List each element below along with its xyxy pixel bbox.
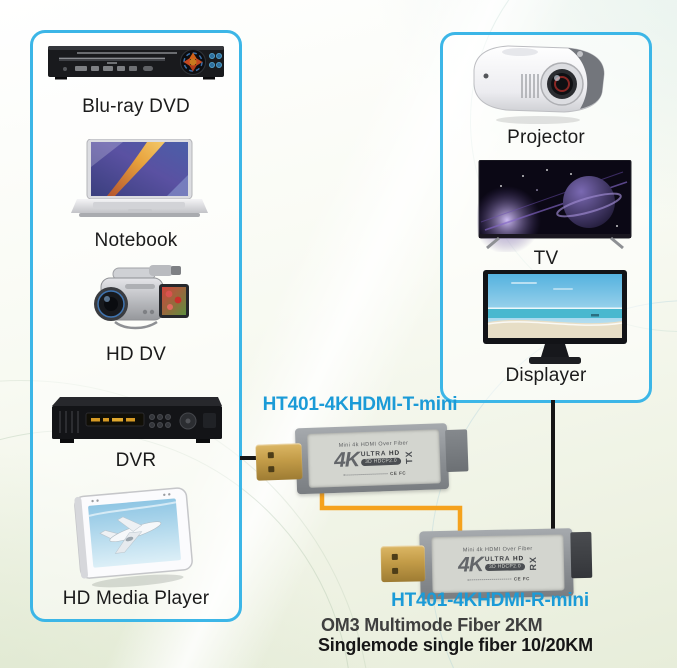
transmitter-dongle: Mini 4k HDMI Over Fiber 4K ULTRA HD 3D H…	[255, 420, 471, 497]
device-label: DVR	[115, 450, 157, 471]
hdcp-badge: 3D HDCP2.0	[484, 563, 525, 572]
bluray-player-icon	[47, 43, 225, 86]
product-label-plate: Mini 4k HDMI Over Fiber 4K ULTRA HD 3D H…	[431, 534, 565, 594]
rx-port-mark: RX	[527, 555, 538, 571]
cert-marks: CE FC	[389, 470, 407, 476]
monitor-icon	[483, 270, 627, 373]
hdmi-plug	[255, 443, 303, 481]
projector-icon	[462, 40, 614, 133]
device-label: Projector	[507, 127, 585, 148]
dvr-icon	[48, 395, 222, 452]
ultra-text: ULTRA	[360, 449, 387, 458]
device-label: Displayer	[505, 365, 587, 386]
4k-logo: 4K	[333, 447, 360, 472]
fiber-spec-line2: Singlemode single fiber 10/20KM	[318, 635, 593, 655]
media-player-icon	[67, 479, 202, 599]
hd-text: HD	[388, 449, 401, 457]
device-label: TV	[533, 248, 559, 269]
tv-icon	[473, 159, 633, 257]
transmitter-model-label: HT401-4KHDMI-T-mini	[262, 394, 458, 415]
fiber-port-cap	[570, 531, 593, 579]
device-label: HD Media Player	[62, 588, 210, 609]
4k-logo: 4K	[457, 552, 484, 577]
hdcp-badge: 3D HDCP2.0	[360, 457, 402, 467]
tx-port-mark: TX	[403, 450, 415, 465]
device-label: HD DV	[105, 344, 167, 365]
device-label: Blu-ray DVD	[82, 96, 190, 117]
product-label-plate: Mini 4k HDMI Over Fiber 4K ULTRA HD 3D H…	[307, 429, 441, 488]
camcorder-icon	[85, 262, 195, 341]
hdmi-plug	[380, 545, 426, 583]
ultra-text: ULTRA	[484, 555, 511, 563]
cert-marks: CE FC	[513, 575, 530, 581]
microtext-line	[466, 578, 511, 580]
fiber-spec-line1: OM3 Multimode Fiber 2KM	[321, 615, 543, 635]
fiber-port-cap	[445, 429, 469, 473]
hd-text: HD	[512, 554, 525, 563]
device-label: Notebook	[94, 230, 178, 251]
microtext-line	[343, 472, 388, 476]
notebook-icon	[71, 138, 208, 226]
receiver-model-label: HT401-4KHDMI-R-mini	[391, 590, 589, 611]
